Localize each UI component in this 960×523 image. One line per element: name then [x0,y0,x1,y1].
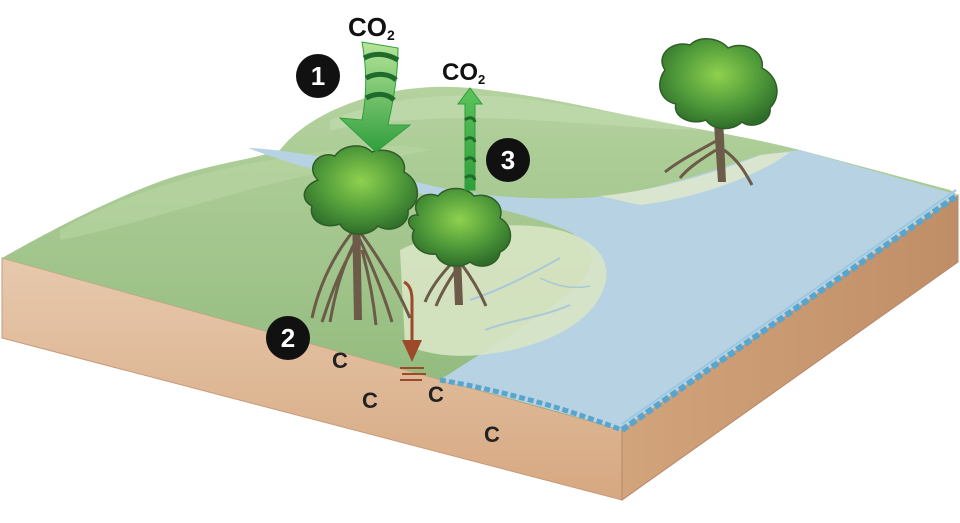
carbon-symbol: C [484,422,500,447]
carbon-symbol: C [428,382,444,407]
hill-highlight [60,145,430,240]
root-carbon-arrow [400,280,426,381]
mangrove-tree-main [303,145,418,326]
step-number-1: 1 [311,61,325,91]
water-ripple [621,189,957,425]
co2-release-arrow [457,87,483,191]
tree-canopy [407,187,512,267]
co2-intake-arrow [338,41,412,153]
carbon-symbol: C [362,388,378,413]
carbon-symbol: C [332,348,348,373]
water-side-edge [620,192,960,433]
step-badge-1: 1 [296,54,340,98]
mangrove-tree-back [659,38,778,186]
step-number-2: 2 [281,323,295,353]
tree-canopy [303,145,418,235]
mudflat-creek-2 [484,304,571,331]
mudflat-creek-3 [539,277,591,289]
co2-intake-label: CO2 [348,12,395,43]
water-front-edge [439,377,623,433]
co2-release-label: CO2 [442,59,485,87]
step-badge-3: 3 [486,138,530,182]
back-shore [600,152,790,205]
tree-canopy [659,38,778,130]
mangrove-tree-middle [407,187,512,307]
mudflat-creek-1 [469,257,561,301]
step-number-3: 3 [501,145,515,175]
back-hill-highlight [330,95,700,130]
step-badge-2: 2 [266,316,310,360]
